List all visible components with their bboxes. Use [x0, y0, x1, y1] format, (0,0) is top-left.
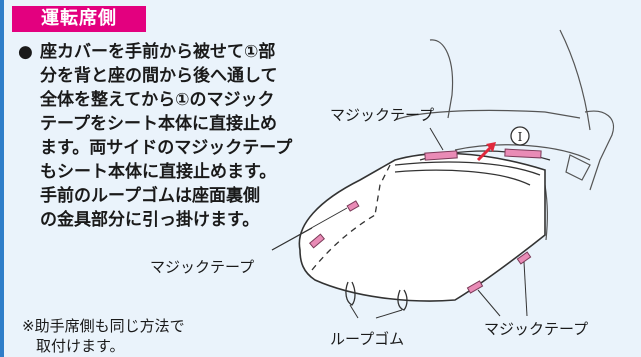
velcro-strips — [309, 148, 542, 294]
instruction-line: 全体を整えてから①のマジック — [40, 90, 275, 110]
instruction-line: もシート本体に直接止めます。 — [40, 162, 277, 182]
instruction-line: 分を背と座の間から後へ通して — [40, 66, 278, 86]
section-tag: 運転席側 — [12, 6, 146, 32]
instruction-line: テープをシート本体に直接止め — [40, 114, 277, 134]
footnote-line: 取付けます。 — [36, 337, 125, 355]
loop-rubber-icon — [345, 281, 408, 311]
arrow-icon — [476, 142, 496, 162]
callout-velcro-left: マジックテープ — [150, 258, 255, 276]
callout-velcro-top: マジックテープ — [330, 106, 435, 124]
instruction-line: の金具部分に引っ掛けます。 — [40, 210, 260, 230]
footnote: ※助手席側も同じ方法で 取付けます。 — [22, 316, 185, 356]
instruction-block: ● 座カバーを手前から被せて①部 分を背と座の間から後へ通して 全体を整えてから… — [18, 40, 318, 232]
seat-cover — [298, 152, 546, 302]
callout-loop-rubber: ループゴム — [330, 330, 405, 348]
seat-back-outline — [394, 29, 614, 241]
instruction-line: ます。両サイドのマジックテープ — [40, 138, 293, 158]
marker-label: Ⅰ — [518, 130, 523, 144]
bullet-icon: ● — [18, 42, 33, 62]
instruction-line: 座カバーを手前から被せて①部 — [40, 42, 276, 62]
marker-icon: Ⅰ — [510, 126, 530, 146]
callout-velcro-right: マジックテープ — [484, 320, 589, 338]
instruction-line: 手前のループゴムは座面裏側 — [40, 186, 260, 206]
footnote-line: ※助手席側も同じ方法で — [22, 317, 185, 335]
leader-lines — [271, 127, 528, 319]
